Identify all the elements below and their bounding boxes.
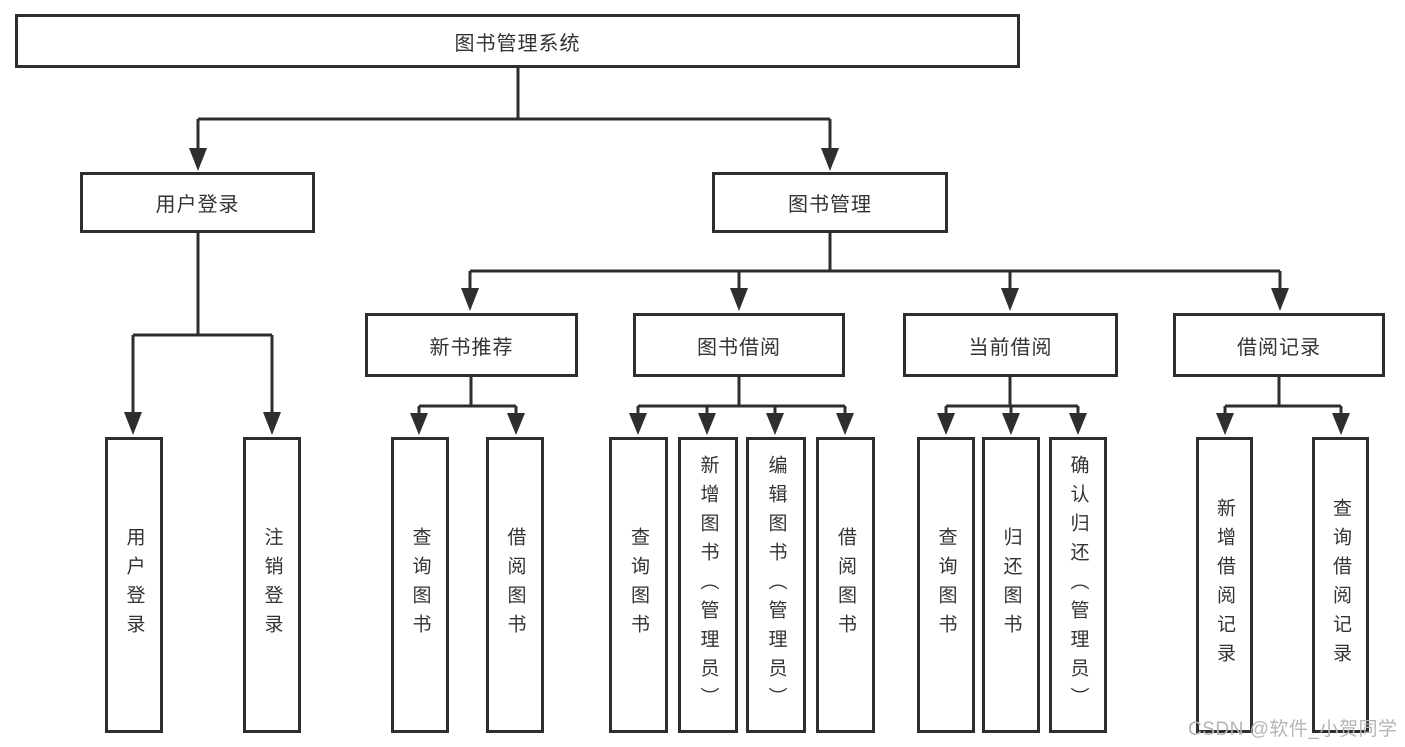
leaf-label: 查询借阅记录 <box>1330 498 1351 672</box>
leaf-new-books-query-books: 查询图书 <box>391 437 449 733</box>
leaf-records-add-record: 新增借阅记录 <box>1196 437 1253 733</box>
node-library-management-system: 图书管理系统 <box>15 14 1020 68</box>
leaf-label: 查询图书 <box>935 527 957 643</box>
leaf-label: 新增借阅记录 <box>1214 498 1235 672</box>
arrowheads <box>124 148 1350 435</box>
node-label: 图书管理系统 <box>454 32 581 55</box>
leaf-borrow-query-books: 查询图书 <box>609 437 668 733</box>
leaf-label: 借阅图书 <box>504 527 526 643</box>
leaf-label: 归还图书 <box>1000 527 1022 643</box>
node-label: 用户登录 <box>155 194 240 216</box>
node-label: 图书借阅 <box>697 336 781 359</box>
node-label: 当前借阅 <box>968 336 1053 359</box>
leaf-label: 注销登录 <box>261 527 283 643</box>
leaf-current-query-books: 查询图书 <box>917 437 975 733</box>
node-label: 图书管理 <box>788 194 872 216</box>
leaf-current-confirm-return-admin: 确认归还（管理员） <box>1049 437 1107 733</box>
leaf-label: 查询图书 <box>409 527 431 643</box>
leaf-records-query-record: 查询借阅记录 <box>1312 437 1369 733</box>
leaf-borrow-borrow-books: 借阅图书 <box>816 437 875 733</box>
leaf-label: 编辑图书（管理员） <box>765 454 787 716</box>
leaf-current-return-books: 归还图书 <box>982 437 1040 733</box>
node-label: 借阅记录 <box>1237 336 1321 359</box>
node-user-login: 用户登录 <box>80 172 315 233</box>
leaf-label: 新增图书（管理员） <box>697 454 719 716</box>
leaf-label: 用户登录 <box>123 527 145 643</box>
node-new-book-recommendation: 新书推荐 <box>365 313 578 377</box>
leaf-new-books-borrow-books: 借阅图书 <box>486 437 544 733</box>
leaf-label: 借阅图书 <box>835 527 856 643</box>
leaf-borrow-edit-books-admin: 编辑图书（管理员） <box>746 437 806 733</box>
node-borrowing-records: 借阅记录 <box>1173 313 1385 377</box>
node-book-borrowing: 图书借阅 <box>633 313 845 377</box>
csdn-watermark: CSDN @软件_小贺同学 <box>1188 719 1398 740</box>
node-label: 新书推荐 <box>429 336 514 359</box>
leaf-label: 确认归还（管理员） <box>1067 454 1089 716</box>
leaf-borrow-add-books-admin: 新增图书（管理员） <box>678 437 738 733</box>
node-book-management: 图书管理 <box>712 172 948 233</box>
node-current-borrowing: 当前借阅 <box>903 313 1118 377</box>
leaf-label: 查询图书 <box>628 527 649 643</box>
leaf-logout: 注销登录 <box>243 437 301 733</box>
leaf-user-login: 用户登录 <box>105 437 163 733</box>
